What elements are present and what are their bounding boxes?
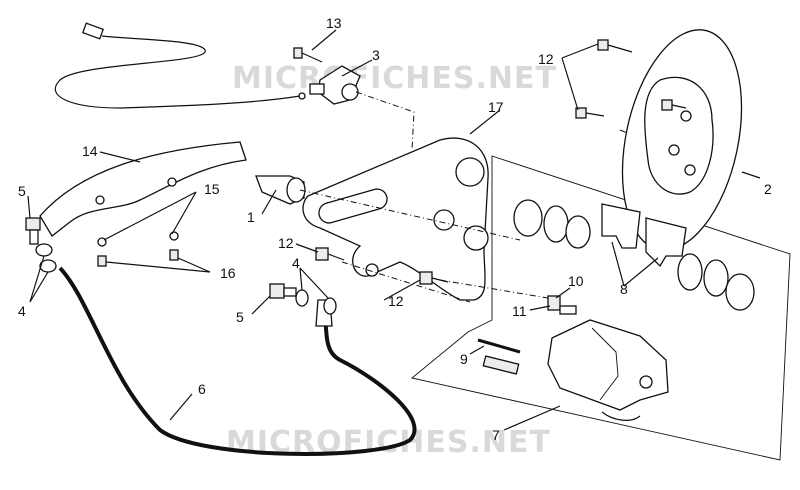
callout-14: 14 [82,143,98,159]
middle-banjo-bolt [269,283,337,315]
callout-6: 6 [198,381,206,397]
callout-12-disc: 12 [538,51,554,67]
callout-10: 10 [568,273,584,289]
disc-screws [575,39,687,119]
caliper-bracket [302,137,489,301]
callouts: 1 2 3 4 4 5 5 6 7 8 9 10 11 12 12 12 13 … [18,15,772,443]
brake-disc [621,29,743,251]
chain-guard [39,141,247,237]
callout-3: 3 [372,47,380,63]
callout-15: 15 [204,181,220,197]
callout-17: 17 [488,99,504,115]
bleed-valve [547,295,577,315]
leader-lines [27,29,761,431]
callout-8: 8 [620,281,628,297]
pad-pin [477,338,521,375]
bracket-screws [315,247,449,285]
callout-9: 9 [460,351,468,367]
pistons-and-seals [513,199,755,311]
callout-4-middle: 4 [292,255,300,271]
caliper-body [547,319,669,421]
sensor-screw [293,47,323,63]
spacer-pin [255,175,306,205]
watermark-top: MICROFICHES.NET [232,61,557,96]
callout-16: 16 [220,265,236,281]
callout-11: 11 [512,303,527,319]
callout-7: 7 [492,427,500,443]
callout-2: 2 [764,181,772,197]
callout-4-left: 4 [18,303,26,319]
callout-1: 1 [247,209,255,225]
left-banjo-bolt [25,217,57,273]
callout-12-left: 12 [278,235,294,251]
speed-sensor [309,65,361,105]
callout-13: 13 [326,15,342,31]
callout-5-left: 5 [18,183,26,199]
speed-sensor-cable [54,22,306,109]
caliper-group-outline [411,155,791,461]
callout-12-bottom: 12 [388,293,404,309]
callout-5-middle: 5 [236,309,244,325]
brake-pads [601,203,687,268]
